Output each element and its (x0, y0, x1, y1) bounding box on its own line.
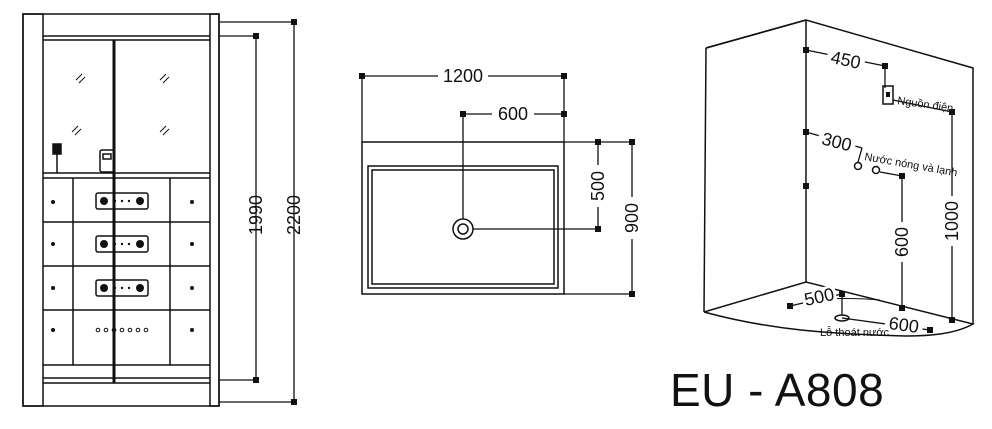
left-wall-outer-edge (703, 47, 707, 313)
dim-500-label: 500 (588, 171, 608, 201)
dim-300-label: 300 (820, 129, 854, 156)
power-source-label: Nguồn điện (897, 95, 954, 115)
dim-1200-label: 1200 (443, 66, 483, 86)
drain-inner (457, 223, 469, 235)
dim-500-floor-label: 500 (802, 284, 836, 310)
dim-600-height-label: 600 (892, 227, 912, 257)
water-supply-label: Nước nóng và lạnh (863, 151, 958, 179)
control-panels (95, 192, 149, 297)
floor-outline (703, 281, 976, 337)
power-socket-icon (882, 85, 894, 105)
right-post (209, 13, 220, 407)
front-dimensions (219, 21, 296, 403)
front-outer-frame (22, 13, 220, 407)
dim-600-floor-label: 600 (888, 313, 921, 337)
cold-water-outlet-icon (871, 165, 881, 175)
model-title: EU - A808 (670, 364, 885, 416)
left-post (22, 13, 44, 407)
dim-900-label: 900 (622, 203, 642, 233)
shower-fixtures (52, 143, 115, 173)
glass-hatch (71, 73, 170, 136)
drain-outer (452, 218, 474, 240)
dim-1990-label: 1990 (246, 195, 266, 235)
dim-1000-label: 1000 (942, 201, 962, 241)
side-jets (51, 200, 194, 332)
drain-hole-label: Lỗ thoát nước (820, 326, 890, 339)
dim-600-label: 600 (498, 104, 528, 124)
bottom-jets (95, 327, 149, 333)
dim-2200-label: 2200 (284, 195, 304, 235)
hot-water-outlet-icon (853, 161, 863, 171)
front-view (22, 13, 297, 407)
dim-450-label: 450 (829, 47, 863, 73)
